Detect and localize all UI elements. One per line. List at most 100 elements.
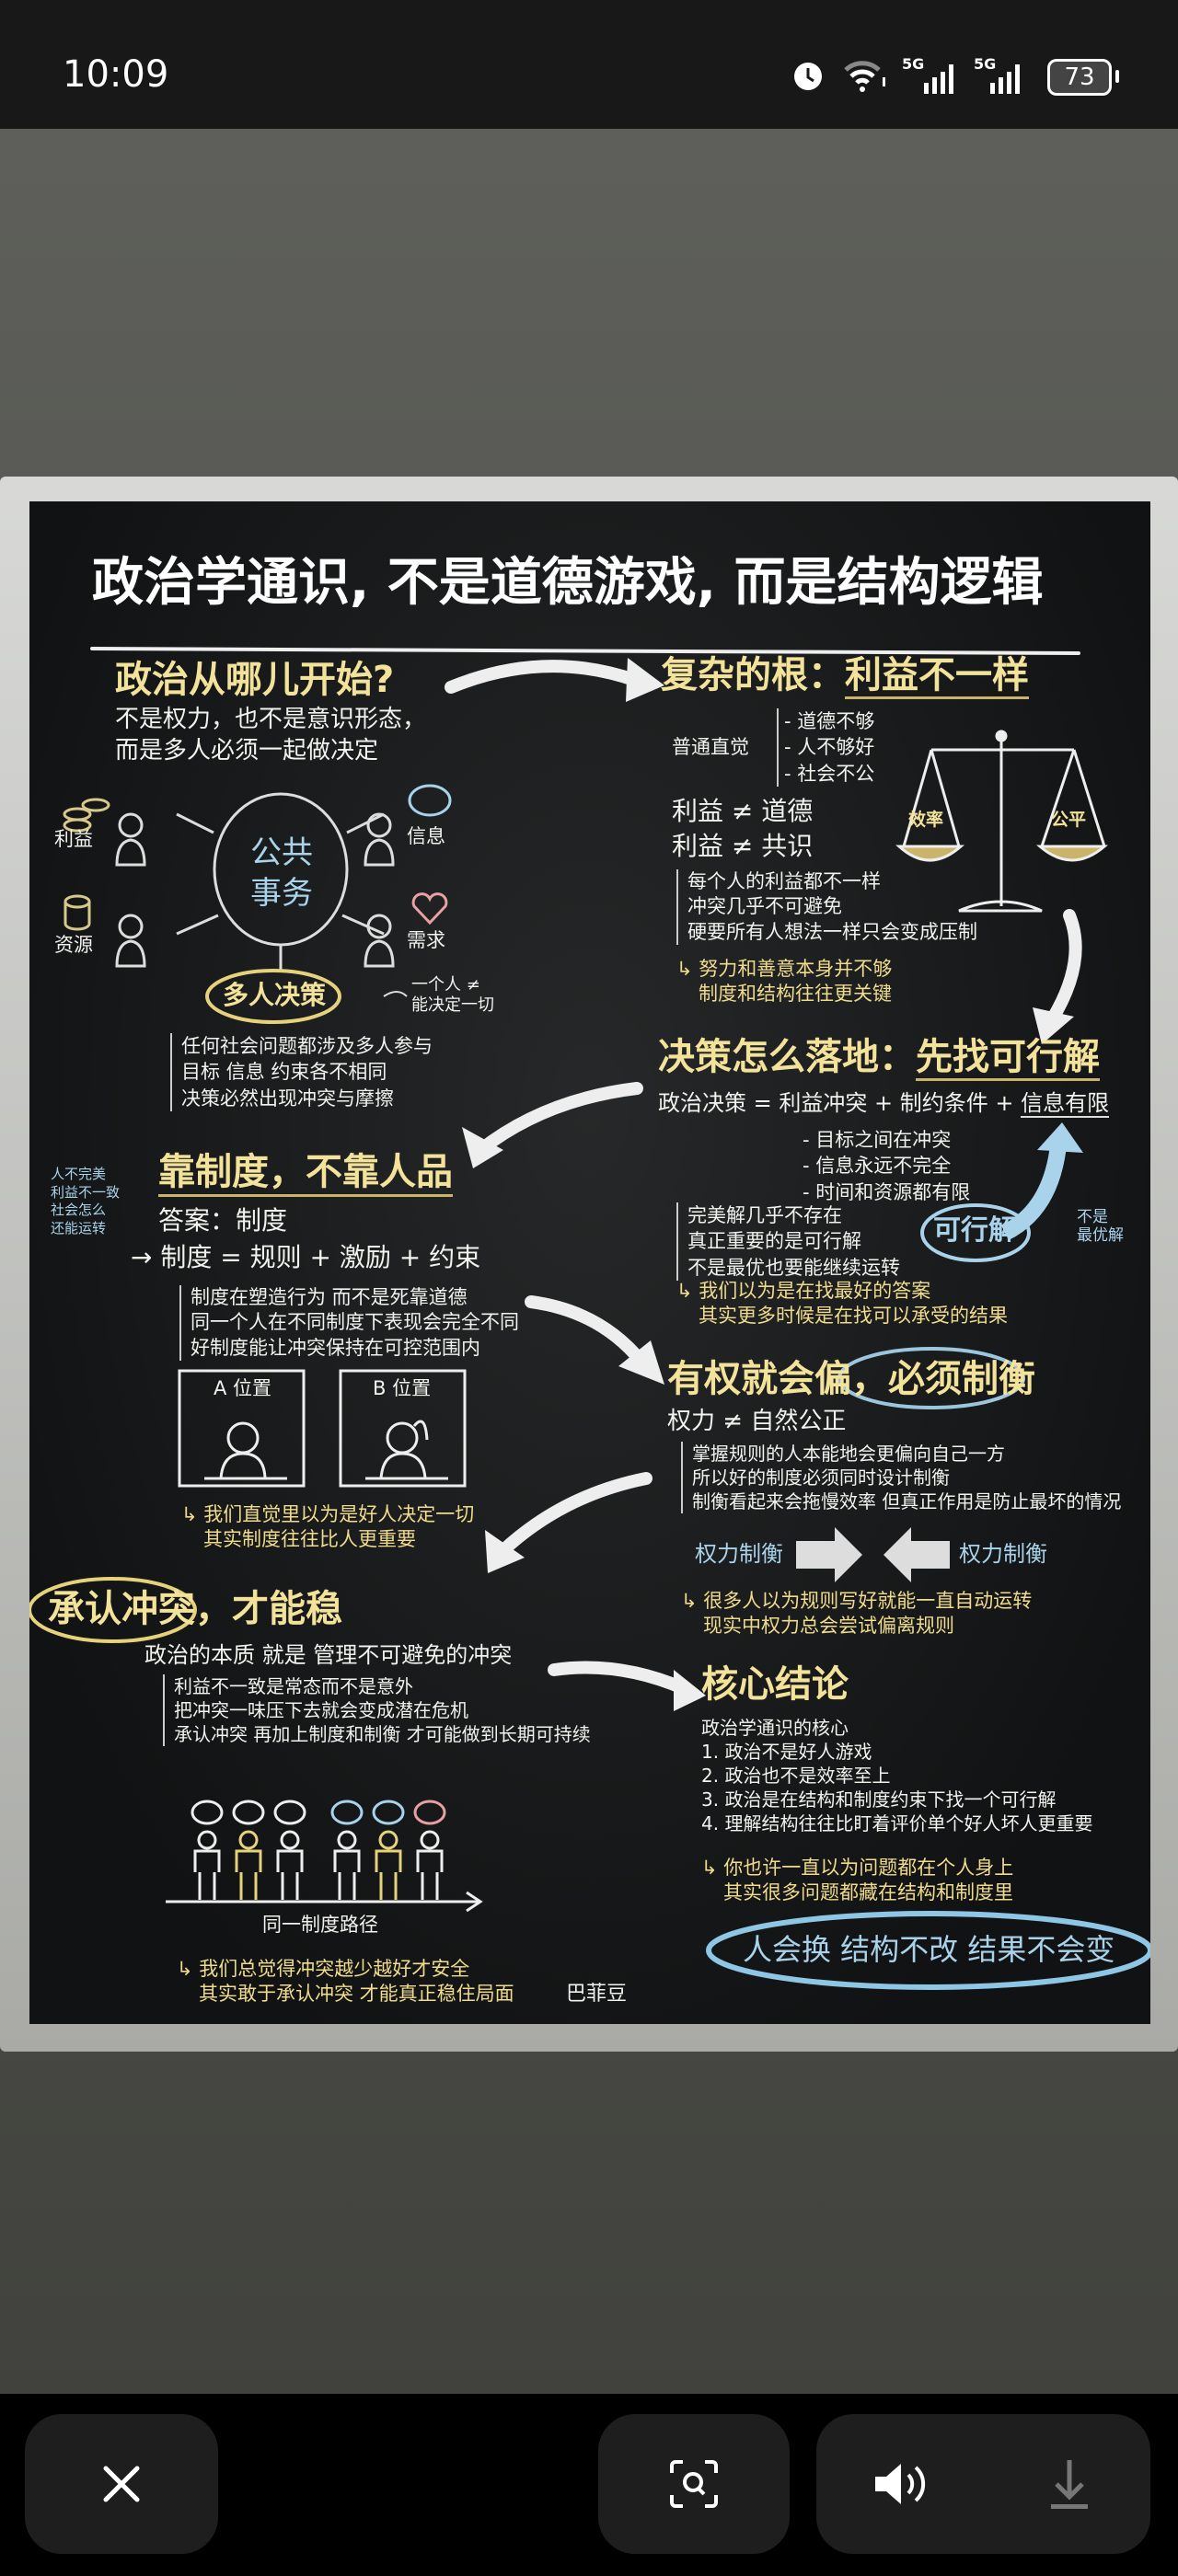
s1-line: 不是权力，也不是意识形态， — [115, 706, 427, 733]
s6-note: ↳ 我们总觉得冲突越少越好才安全其实敢于承认冲突 才能真正稳住局面 — [177, 1958, 514, 2006]
wifi-icon — [844, 61, 885, 92]
s1-bullets: 任何社会问题都涉及多人参与目标 信息 约束各不相同决策必然出现冲突与摩擦 — [170, 1033, 433, 1112]
s3-formula: 政治决策 = 利益冲突 + 制约条件 + 信息有限 — [658, 1090, 1110, 1118]
close-icon — [103, 2466, 140, 2502]
s2-neq: 利益 ≠ 道德利益 ≠ 共识 — [672, 796, 814, 861]
arrowhead-3 — [618, 1340, 664, 1385]
s5-bullets: 掌握规则的人本能地会更偏向自己一方所以好的制度必须同时设计制衡制衡看起来会拖慢效… — [681, 1442, 1121, 1513]
acknowledge-ellipse — [29, 1577, 197, 1643]
arrowhead-2 — [462, 1127, 503, 1168]
arrowhead-6 — [1033, 1007, 1074, 1044]
person-1 — [191, 1800, 224, 1900]
feasible-arrow — [1000, 1144, 1067, 1241]
s4-note: ↳ 我们直觉里以为是好人决定一切其实制度往往比人更重要 — [181, 1503, 475, 1551]
person-icon-resource — [115, 914, 146, 968]
stressed-person-icon — [365, 1420, 448, 1480]
database-icon — [64, 894, 91, 931]
side-note: 人不完美利益不一致社会怎么还能运转 — [51, 1166, 121, 1236]
multi-decision-ellipse — [205, 969, 341, 1024]
feasible-arrowhead — [1037, 1122, 1083, 1153]
path-label: 同一制度路径 — [262, 1914, 378, 1936]
scale-label-fairness: 公平 — [1051, 810, 1087, 830]
network-type-1: 5G — [902, 55, 925, 73]
position-a-box — [178, 1369, 306, 1488]
s5-neq: 权力 ≠ 自然公正 — [667, 1408, 847, 1435]
s3-note: ↳ 我们以为是在找最好的答案其实更多时候是在找可以承受的结果 — [676, 1280, 1008, 1328]
small-arrow-icon — [383, 991, 408, 997]
people-row — [166, 1800, 483, 1913]
s5-note: ↳ 很多人以为规则写好就能一直自动运转现实中权力总会尝试偏离规则 — [681, 1590, 1033, 1638]
chalk-arrow-6 — [1045, 909, 1082, 1028]
chalk-arrow-5 — [548, 1661, 689, 1695]
speaker-icon — [875, 2464, 902, 2504]
clock: 10:09 — [63, 53, 169, 96]
multi-decision-label: 多人决策 — [223, 980, 327, 1010]
s3-heading: 决策怎么落地：先找可行解 — [658, 1035, 1100, 1081]
calm-person-icon — [204, 1421, 287, 1480]
scale-label-efficiency: 效率 — [908, 810, 944, 830]
arrow-left-icon — [884, 1527, 950, 1582]
check-label-left: 权力制衡 — [695, 1541, 783, 1567]
signal-icon-2 — [990, 64, 1020, 94]
position-b-box — [339, 1369, 467, 1488]
person-3 — [273, 1800, 306, 1900]
checks-ellipse — [837, 1347, 1025, 1409]
download-icon — [1054, 2460, 1084, 2501]
s5-heading: 有权就会偏，必须制衡 — [667, 1358, 1035, 1400]
s7-heading: 核心结论 — [701, 1663, 849, 1706]
intuition-list: - 道德不够- 人不够好- 社会不公 — [777, 708, 874, 788]
label-need: 需求 — [407, 929, 445, 951]
label-info: 信息 — [407, 825, 445, 847]
s6-heading: 承认冲突，才能稳 — [48, 1588, 342, 1630]
s2-note: ↳ 努力和善意本身并不够制度和结构往往更关键 — [676, 958, 893, 1006]
alarm-icon — [794, 63, 822, 90]
feasible-label: 可行解 — [933, 1214, 1016, 1247]
conclusion-ellipse — [706, 1911, 1150, 1990]
label-resource: 资源 — [54, 934, 93, 956]
not-optimal-label: 不是最优解 — [1077, 1208, 1124, 1246]
label-interest: 利益 — [54, 828, 93, 850]
network-type-2: 5G — [974, 55, 997, 73]
position-b-label: B 位置 — [373, 1377, 432, 1399]
arrowhead-4 — [485, 1530, 525, 1573]
s4-answer: 答案：制度 — [158, 1205, 288, 1236]
person-icon-info — [364, 812, 395, 867]
position-a-label: A 位置 — [214, 1377, 272, 1399]
coins-icon — [63, 798, 110, 833]
signal-icon-1 — [924, 64, 953, 94]
chalk-arrow-3 — [525, 1295, 648, 1368]
chalk-drawings — [29, 647, 1150, 1990]
check-label-right: 权力制衡 — [959, 1541, 1047, 1567]
public-affairs-label: 公共事务 — [250, 834, 313, 913]
speaker-button[interactable] — [870, 2456, 934, 2512]
s3-dash-items: - 目标之间在冲突- 信息永远不完全- 时间和资源都有限 — [803, 1129, 971, 1203]
intuition-label: 普通直觉 — [672, 736, 749, 758]
status-bar: 10:09 5G 5G 73 — [0, 0, 1178, 129]
download-button[interactable] — [1042, 2456, 1097, 2512]
battery-tip — [1115, 70, 1119, 83]
arrow-right-icon — [796, 1527, 862, 1582]
s2-heading: 复杂的根：利益不一样 — [661, 653, 1029, 699]
heart-icon — [411, 892, 448, 926]
arrowhead-1 — [626, 658, 664, 702]
s2-bullets: 每个人的利益都不一样冲突几乎不可避免硬要所有人想法一样只会变成压制 — [676, 869, 977, 945]
s6-essence: 政治的本质 就是 管理不可避免的冲突 — [144, 1642, 513, 1668]
arrow-icon: → — [131, 1242, 161, 1272]
speech-bubble-icon — [408, 784, 452, 817]
person-icon-interest — [115, 812, 146, 867]
s1-note: 一个人 ≠能决定一切 — [411, 975, 494, 1015]
s6-bullets: 利益不一致是常态而不是意外把冲突一味压下去就会变成潜在危机承认冲突 再加上制度和… — [163, 1674, 591, 1746]
chalk-arrow-1 — [445, 660, 643, 694]
person-6 — [413, 1800, 446, 1900]
battery-indicator: 73 — [1047, 59, 1112, 96]
balance-scale-icon — [895, 730, 1109, 913]
visual-search-button[interactable] — [598, 2414, 790, 2554]
s1-heading: 政治从哪儿开始? — [115, 659, 395, 701]
public-affairs-diagram — [63, 784, 452, 1024]
s4-heading: 靠制度，不靠人品 — [158, 1150, 453, 1197]
chalkboard-image[interactable]: 政治学通识, 不是道德游戏, 而是结构逻辑 政治从哪儿开始? 不是权力，也不是意… — [29, 501, 1150, 2024]
signature: 巴菲豆 — [566, 1983, 628, 2006]
close-button[interactable] — [25, 2414, 218, 2554]
battery-level: 73 — [1064, 63, 1095, 91]
arrowhead-5 — [674, 1670, 706, 1711]
